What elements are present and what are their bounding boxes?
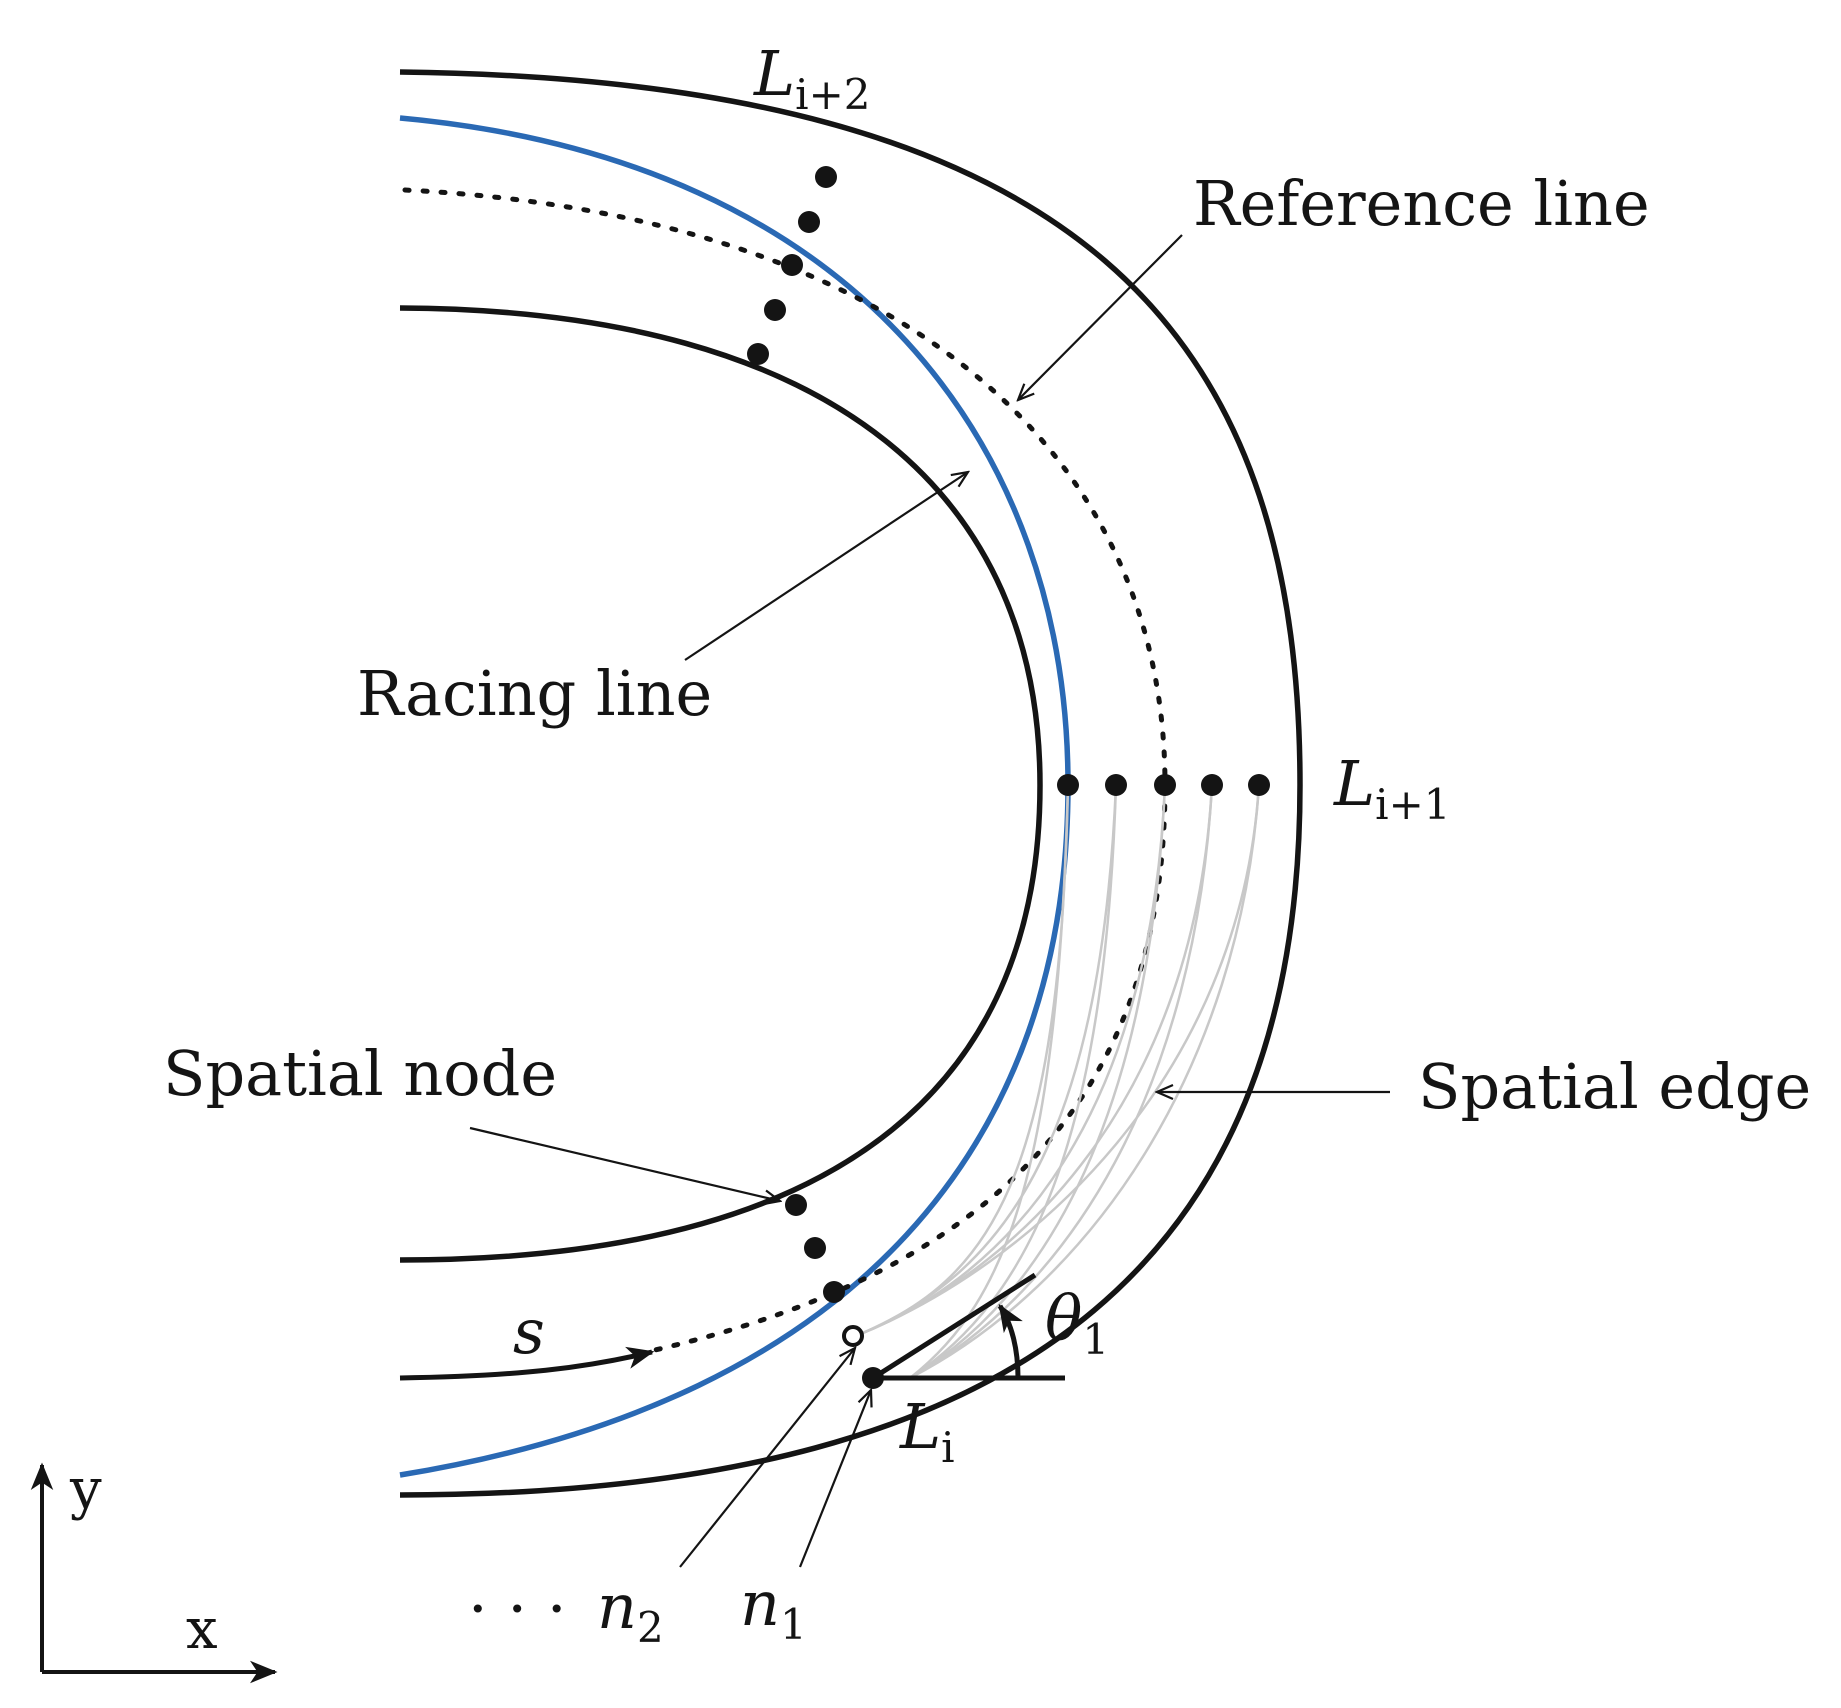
layer-i-plus-1-label: Li+1	[1333, 747, 1451, 829]
n1-label: n1	[740, 1567, 807, 1649]
spatial-edge	[857, 784, 1118, 1337]
layer-i-plus-1-nodes	[1057, 774, 1270, 796]
spatial-node	[815, 166, 837, 188]
spatial-edge	[909, 784, 1070, 1379]
spatial-node	[785, 1194, 807, 1216]
spatial-node	[798, 211, 820, 233]
reference-line-leader	[1018, 234, 1183, 400]
spatial-node	[764, 299, 786, 321]
spatial-node	[1105, 774, 1127, 796]
theta-1-label: θ1	[1045, 1282, 1109, 1364]
reference-line	[402, 187, 1168, 1353]
spatial-edges	[857, 784, 1261, 1380]
spatial-node-n2	[842, 1325, 864, 1347]
spatial-edge	[857, 784, 1167, 1337]
spatial-edge	[909, 784, 1118, 1380]
s-direction-arrow	[399, 1346, 655, 1381]
spatial-node	[1248, 774, 1270, 796]
spatial-node	[747, 343, 769, 365]
reference-line-label: Reference line	[1193, 167, 1650, 240]
x-axis-label: x	[186, 1597, 218, 1662]
outer-track-boundary	[399, 69, 1303, 1498]
spatial-node	[1057, 774, 1079, 796]
n1-leader	[798, 1390, 871, 1568]
racing-line-leader	[684, 472, 968, 661]
inner-track-boundary	[399, 305, 1043, 1263]
y-axis-label: y	[69, 1457, 102, 1522]
spatial-node	[1154, 774, 1176, 796]
layer-i-nodes	[785, 1194, 884, 1389]
spatial-node	[823, 1281, 845, 1303]
spatial-node-leader	[469, 1126, 780, 1201]
layer-i-label: Li	[899, 1390, 955, 1472]
s-label: s	[513, 1295, 545, 1368]
spatial-edge	[909, 784, 1261, 1380]
spatial-node-label: Spatial node	[163, 1037, 557, 1110]
ellipsis-label: · · ·	[468, 1572, 567, 1645]
racing-line-label: Racing line	[357, 657, 712, 730]
spatial-edge	[909, 784, 1214, 1380]
spatial-node	[781, 254, 803, 276]
spatial-edge	[857, 784, 1261, 1337]
spatial-node	[1201, 774, 1223, 796]
layer-i-plus-2-nodes	[747, 166, 837, 365]
spatial-edge	[909, 784, 1167, 1380]
spatial-node-n1	[862, 1367, 884, 1389]
layer-i-plus-2-label: Li+2	[753, 37, 871, 119]
theta-angle-arc	[997, 1303, 1023, 1379]
spatial-node	[804, 1237, 826, 1259]
n2-label: n2	[597, 1570, 664, 1652]
n2-leader	[679, 1348, 855, 1568]
heading-line	[871, 1272, 1037, 1381]
spatial-edge-label: Spatial edge	[1418, 1050, 1811, 1123]
